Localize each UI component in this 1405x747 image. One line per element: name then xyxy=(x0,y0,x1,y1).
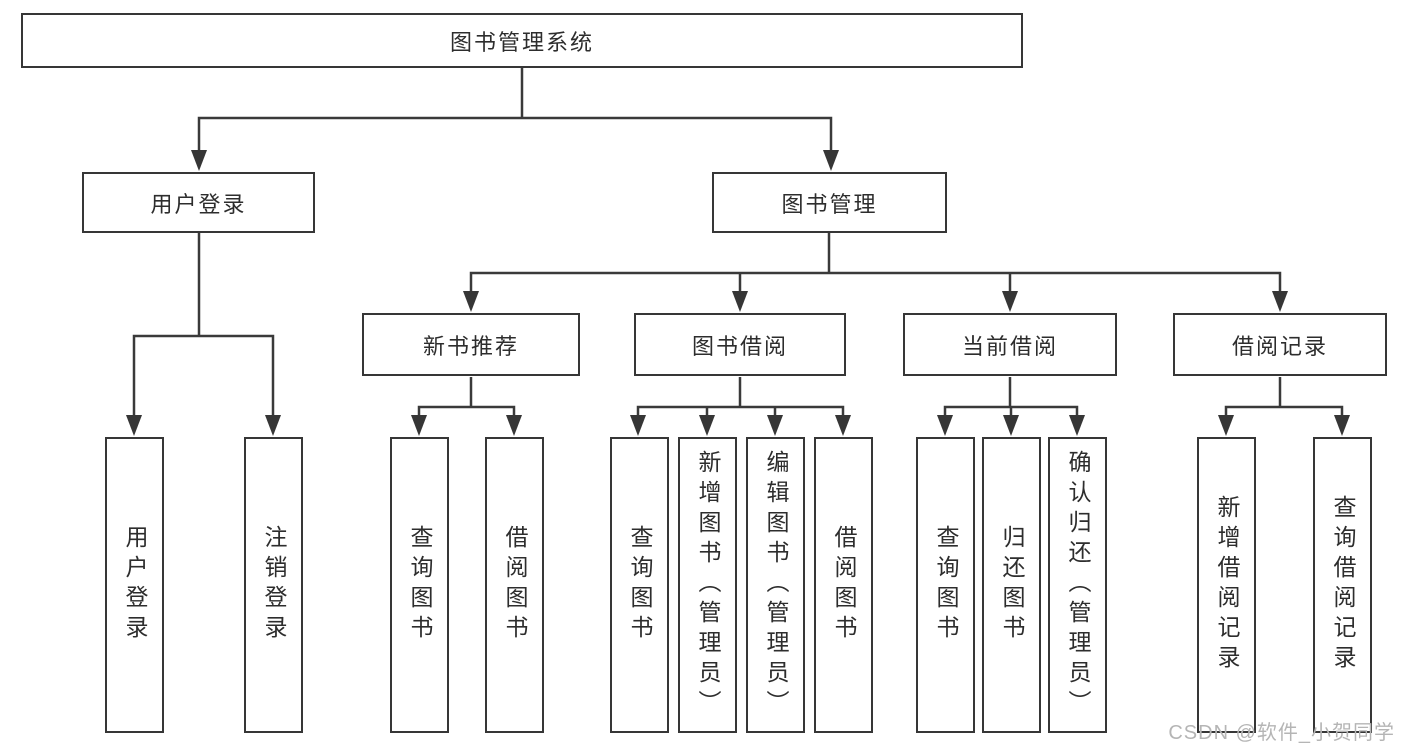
node-root-label: 图书管理系统 xyxy=(449,29,594,55)
leaf-label: 确认归还（管理员） xyxy=(1065,450,1091,720)
node-book-borrow: 图书借阅 xyxy=(634,313,846,376)
node-current-borrow: 当前借阅 xyxy=(903,313,1117,376)
edge-root-bar xyxy=(197,116,833,153)
edge-borrow-bar xyxy=(636,405,845,418)
node-book-management: 图书管理 xyxy=(712,172,947,233)
leaf-label: 查询图书 xyxy=(933,525,959,645)
node-label: 借阅记录 xyxy=(1231,333,1328,359)
leaf-query-book-recommend: 查询图书 xyxy=(390,437,449,733)
arrow-icon xyxy=(699,415,715,436)
node-label: 用户登录 xyxy=(150,191,247,217)
node-label: 新书推荐 xyxy=(422,333,519,359)
node-borrow-record: 借阅记录 xyxy=(1173,313,1387,376)
watermark: CSDN @软件_小贺同学 xyxy=(1168,722,1395,744)
leaf-confirm-return-admin: 确认归还（管理员） xyxy=(1048,437,1107,733)
leaf-query-book-borrow: 查询图书 xyxy=(610,437,669,733)
leaf-label: 用户登录 xyxy=(122,525,148,645)
edge-newbook-bar xyxy=(417,405,516,418)
arrow-icon xyxy=(126,415,142,436)
arrow-icon xyxy=(823,150,839,171)
leaf-label: 新增借阅记录 xyxy=(1214,495,1240,675)
node-user-login: 用户登录 xyxy=(82,172,315,233)
node-label: 图书借阅 xyxy=(691,333,788,359)
leaf-add-book-admin: 新增图书（管理员） xyxy=(678,437,737,733)
edge-record-bar xyxy=(1224,405,1344,418)
leaf-query-book-current: 查询图书 xyxy=(916,437,975,733)
arrow-icon xyxy=(506,415,522,436)
leaf-label: 借阅图书 xyxy=(831,525,857,645)
arrow-icon xyxy=(835,415,851,436)
leaf-logout: 注销登录 xyxy=(244,437,303,733)
arrow-icon xyxy=(463,291,479,312)
arrow-icon xyxy=(1003,415,1019,436)
leaf-label: 注销登录 xyxy=(261,525,287,645)
arrow-icon xyxy=(767,415,783,436)
leaf-return-book: 归还图书 xyxy=(982,437,1041,733)
leaf-borrow-book-recommend: 借阅图书 xyxy=(485,437,544,733)
leaf-user-login: 用户登录 xyxy=(105,437,164,733)
arrow-icon xyxy=(1334,415,1350,436)
edge-login-bar xyxy=(132,334,275,418)
leaf-label: 编辑图书（管理员） xyxy=(763,450,789,720)
leaf-borrow-book: 借阅图书 xyxy=(814,437,873,733)
edge-current-bar xyxy=(943,405,1079,418)
leaf-label: 查询借阅记录 xyxy=(1330,495,1356,675)
arrow-icon xyxy=(937,415,953,436)
arrow-icon xyxy=(191,150,207,171)
edge-mgmt-bar xyxy=(469,271,1282,294)
leaf-query-borrow-record: 查询借阅记录 xyxy=(1313,437,1372,733)
leaf-label: 归还图书 xyxy=(999,525,1025,645)
arrow-icon xyxy=(1272,291,1288,312)
arrow-icon xyxy=(1069,415,1085,436)
node-new-book-recommend: 新书推荐 xyxy=(362,313,580,376)
leaf-label: 新增图书（管理员） xyxy=(695,450,721,720)
leaf-edit-book-admin: 编辑图书（管理员） xyxy=(746,437,805,733)
leaf-label: 查询图书 xyxy=(627,525,653,645)
arrow-icon xyxy=(732,291,748,312)
arrow-icon xyxy=(411,415,427,436)
arrow-icon xyxy=(265,415,281,436)
arrow-icon xyxy=(1218,415,1234,436)
leaf-label: 查询图书 xyxy=(407,525,433,645)
leaf-add-borrow-record: 新增借阅记录 xyxy=(1197,437,1256,733)
node-root: 图书管理系统 xyxy=(21,13,1023,68)
node-label: 图书管理 xyxy=(781,191,878,217)
node-label: 当前借阅 xyxy=(961,333,1058,359)
leaf-label: 借阅图书 xyxy=(502,525,528,645)
arrow-icon xyxy=(630,415,646,436)
arrow-icon xyxy=(1002,291,1018,312)
